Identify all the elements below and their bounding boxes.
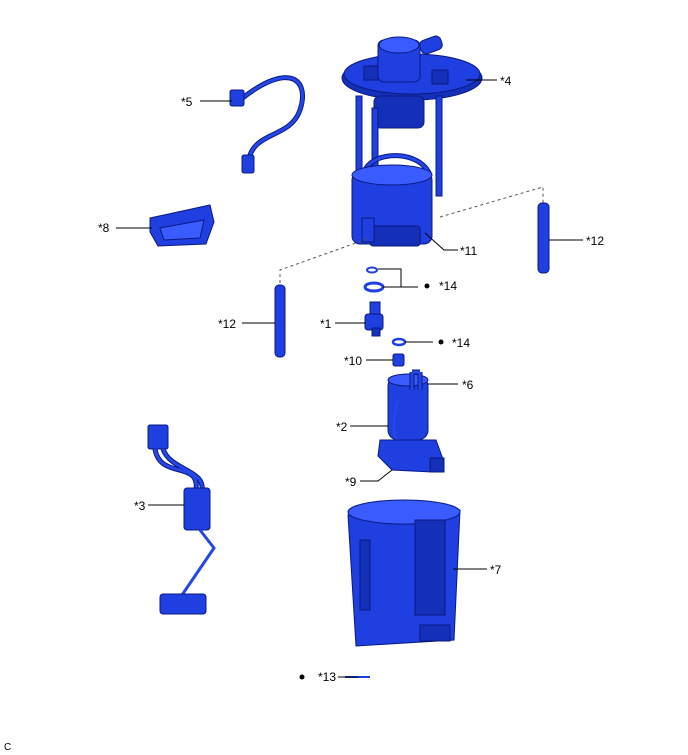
part-10-cap <box>392 353 405 367</box>
part-12-filter-right <box>537 202 550 274</box>
callout-2: *2 <box>336 420 348 434</box>
figure-code: C <box>4 742 11 753</box>
part-14-o-rings-upper <box>363 266 385 293</box>
callout-5: *5 <box>181 95 193 109</box>
callout-7: *7 <box>490 563 502 577</box>
bullet-13 <box>299 674 305 680</box>
part-4-flange-assembly <box>341 35 483 197</box>
part-9-pump-holder <box>377 439 445 473</box>
part-7-canister <box>347 499 461 647</box>
part-14-o-ring-lower <box>391 337 407 347</box>
part-3-sender-gauge <box>147 424 216 615</box>
bullet-14-upper <box>424 283 430 289</box>
part-5-wire-harness <box>229 75 305 174</box>
callout-14-upper: *14 <box>439 279 457 293</box>
assembly-guide-right <box>439 186 544 218</box>
callout-12-left: *12 <box>218 317 236 331</box>
leader-11 <box>424 232 458 251</box>
assembly-guide-left <box>279 237 371 283</box>
callout-4: *4 <box>500 74 512 88</box>
callout-3: *3 <box>134 499 146 513</box>
part-1-regulator <box>364 301 384 337</box>
bullet-14-lower <box>438 339 444 345</box>
callout-12-right: *12 <box>586 234 604 248</box>
callout-8: *8 <box>98 221 110 235</box>
part-11-pump-reservoir <box>351 153 433 247</box>
leader-9 <box>360 469 393 482</box>
callout-13: *13 <box>318 670 336 684</box>
part-8-bracket <box>149 204 215 247</box>
callout-9: *9 <box>345 475 357 489</box>
leader-14-upper <box>378 268 418 288</box>
callout-6: *6 <box>462 378 474 392</box>
callout-10: *10 <box>344 354 362 368</box>
callout-1: *1 <box>320 317 332 331</box>
part-12-filter-left <box>274 284 286 358</box>
callout-11: *11 <box>460 244 477 258</box>
callout-14-lower: *14 <box>452 336 470 350</box>
